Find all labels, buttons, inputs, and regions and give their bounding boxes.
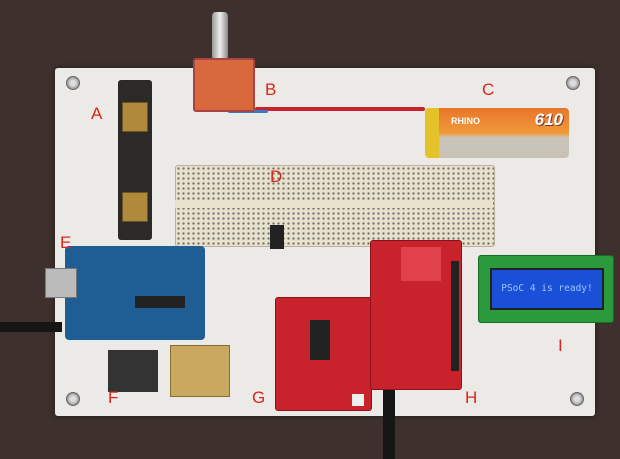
header-module <box>108 350 158 392</box>
psoc-pioneer-board <box>370 240 462 390</box>
screw-icon <box>570 392 584 406</box>
label-c: C <box>482 80 495 99</box>
screw-icon <box>566 76 580 90</box>
breadboard-channel <box>175 200 493 208</box>
label-d: D <box>270 167 283 186</box>
current-shunt <box>118 80 152 240</box>
label-h: H <box>465 388 478 407</box>
label-a: A <box>91 104 103 123</box>
lcd-module: PSoC 4 is ready! <box>478 255 614 323</box>
label-i: I <box>558 336 563 355</box>
screw-icon <box>66 76 80 90</box>
battery-brand: RHINO <box>451 116 480 126</box>
arduino-board <box>65 246 205 340</box>
usb-cable <box>383 390 395 459</box>
psoc-prototyping-board <box>275 297 372 411</box>
label-f: F <box>108 388 119 407</box>
ic-chip <box>270 225 284 249</box>
lcd-display: PSoC 4 is ready! <box>490 268 604 310</box>
power-cable <box>0 322 62 332</box>
perfboard <box>170 345 230 397</box>
battery-capacity: 610 <box>534 110 563 129</box>
toggle-switch <box>193 58 255 112</box>
label-b: B <box>265 80 277 99</box>
lipo-battery: RHINO 610 <box>425 108 569 158</box>
usb-port <box>45 268 77 298</box>
label-g: G <box>252 388 266 407</box>
label-e: E <box>60 233 72 252</box>
red-wire <box>255 107 425 111</box>
toggle-lever <box>212 12 228 60</box>
screw-icon <box>66 392 80 406</box>
